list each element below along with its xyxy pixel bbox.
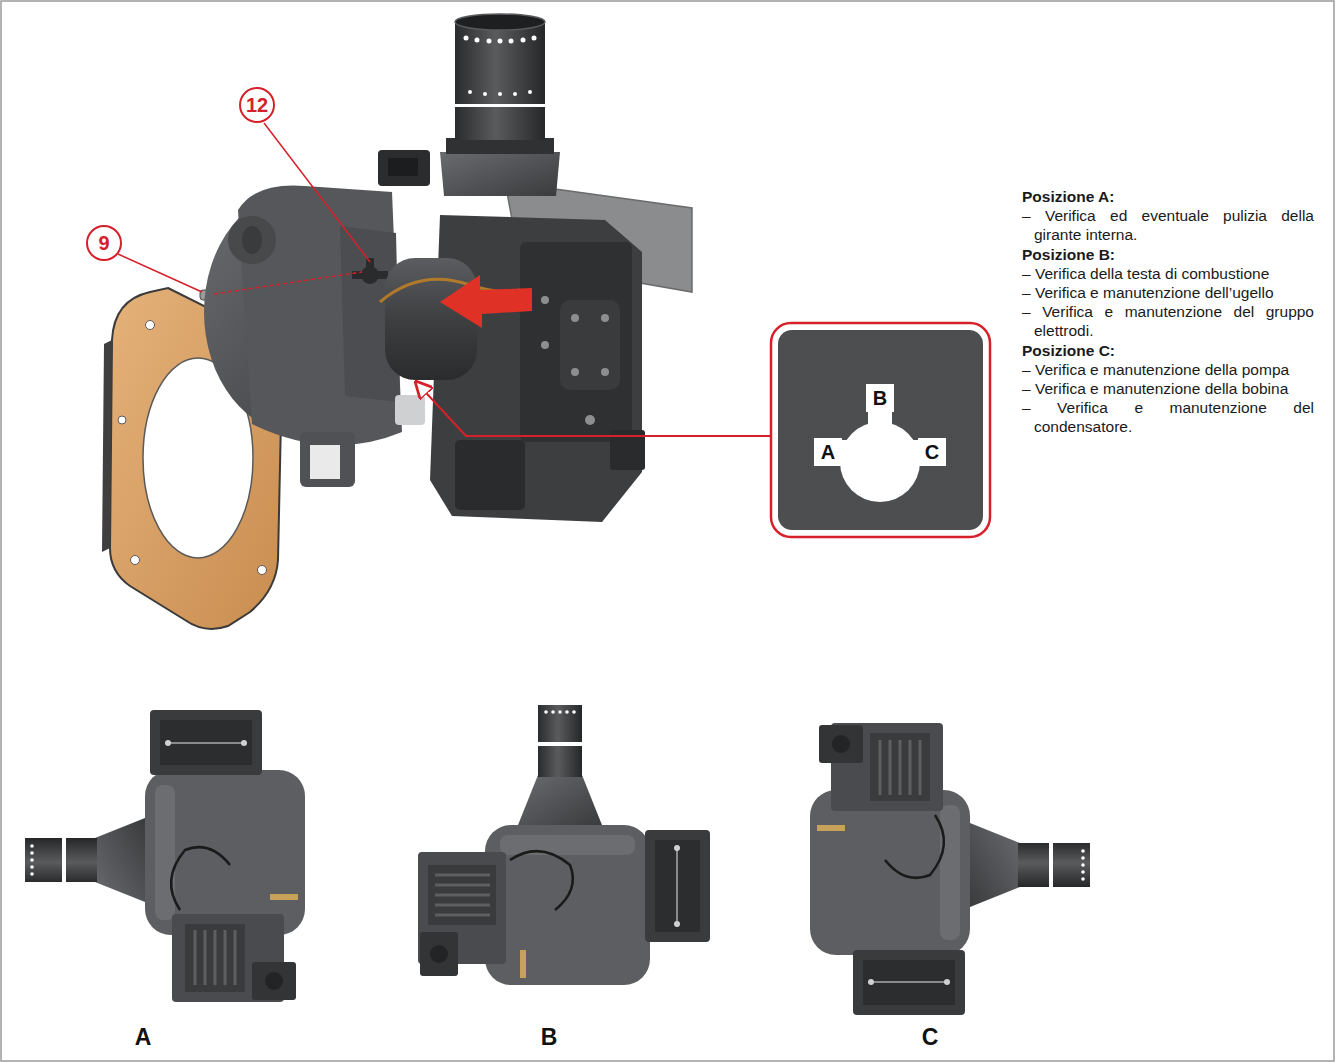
node-text: A — [821, 442, 835, 462]
callout-number: 9 — [86, 225, 122, 261]
position-heading: Posizione C: — [1022, 341, 1314, 360]
maintenance-item: – Verifica e manutenzione del gruppo ele… — [1022, 302, 1314, 340]
text-column: Posizione A:– Verifica ed eventuale puli… — [1022, 186, 1314, 436]
node-text: B — [873, 388, 887, 408]
callout-number: 12 — [239, 87, 275, 123]
maintenance-item: – Verifica e manutenzione del condensato… — [1022, 398, 1314, 436]
view-letter: A — [123, 1026, 163, 1049]
position-heading: Posizione A: — [1022, 187, 1314, 206]
node-text: 12 — [246, 95, 268, 115]
position-heading: Posizione B: — [1022, 245, 1314, 264]
position-letter: A — [814, 438, 842, 466]
maintenance-item: – Verifica e manutenzione dell’ugello — [1022, 283, 1314, 302]
node-text: 9 — [98, 233, 109, 253]
maintenance-item: – Verifica e manutenzione della pompa — [1022, 360, 1314, 379]
maintenance-item: – Verifica della testa di combustione — [1022, 264, 1314, 283]
node-text: C — [925, 442, 939, 462]
maintenance-item: – Verifica ed eventuale pulizia della gi… — [1022, 206, 1314, 244]
position-letter: B — [866, 384, 894, 412]
maintenance-item: – Verifica e manutenzione della bobina — [1022, 379, 1314, 398]
view-letter: C — [910, 1026, 950, 1049]
view-letter: B — [529, 1026, 569, 1049]
position-letter: C — [918, 438, 946, 466]
